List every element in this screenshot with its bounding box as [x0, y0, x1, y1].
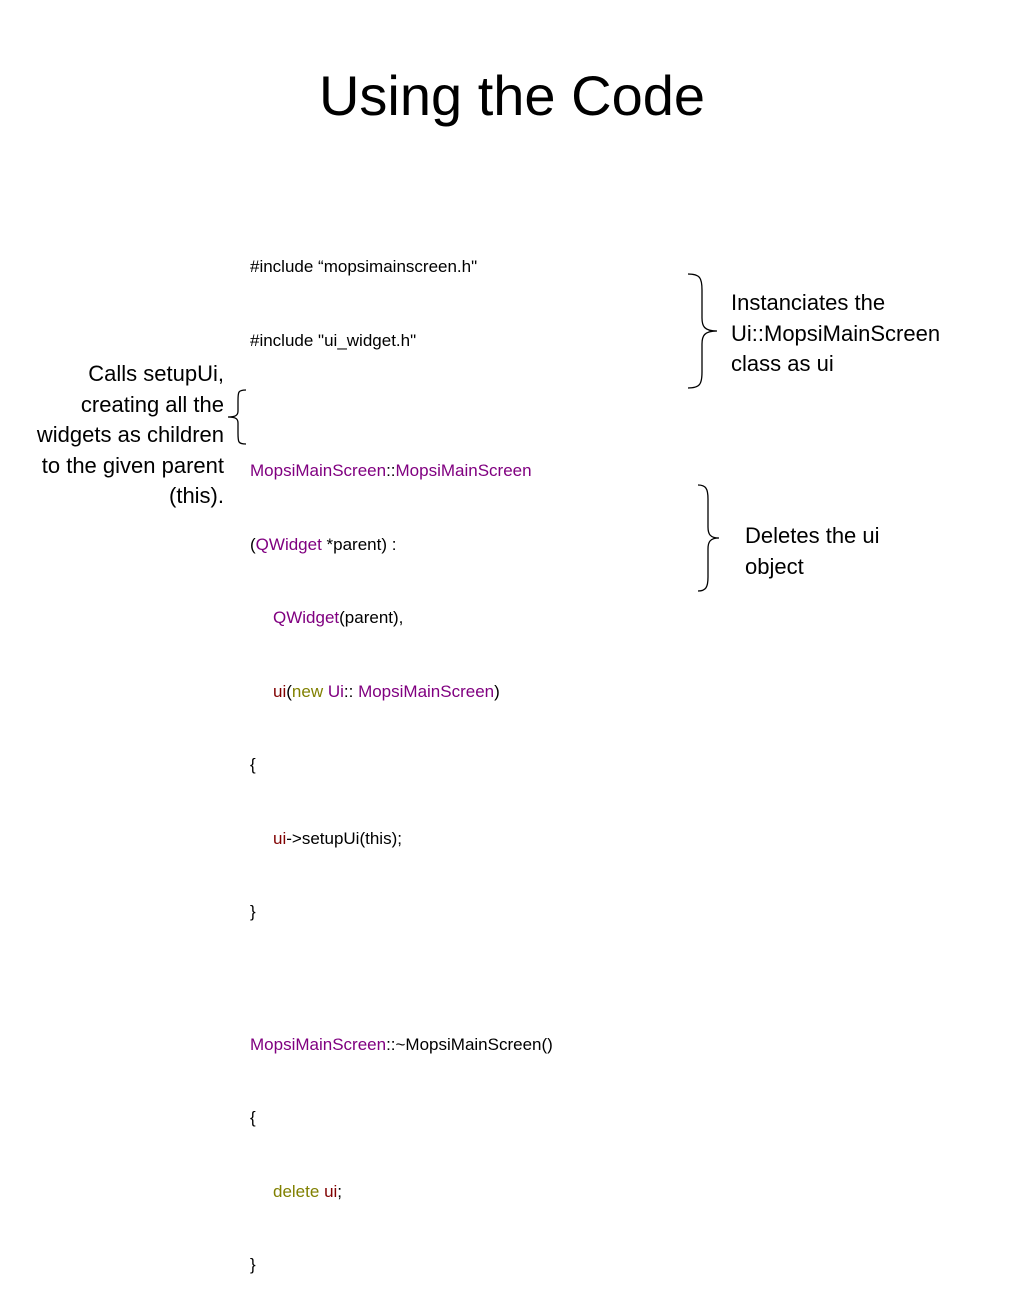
code-line-ctor: MopsiMainScreen::MopsiMainScreen — [250, 461, 532, 480]
annotation-setupui: Calls setupUi, creating all the widgets … — [36, 361, 224, 508]
right-brace-bottom-icon — [697, 484, 720, 592]
keyword: new — [291, 681, 324, 701]
class-name: MopsiMainScreen — [395, 461, 532, 480]
class-name: MopsiMainScreen — [250, 1034, 387, 1054]
left-brace-icon — [227, 389, 247, 445]
code-line-dtor: MopsiMainScreen::~MopsiMainScreen() — [250, 1034, 553, 1054]
class-name: QWidget — [255, 534, 322, 554]
annotation-deletes: Deletes the ui object — [745, 523, 880, 579]
code-gap — [250, 402, 553, 410]
code-line-brace-open-2: { — [250, 1108, 256, 1127]
code-block: #include “mopsimainscreen.h" #include "u… — [250, 206, 553, 1302]
ui-variable: ui — [324, 1181, 338, 1201]
code-line-include-2: #include "ui_widget.h" — [250, 330, 417, 350]
code-line-brace-close-2: } — [250, 1255, 256, 1274]
slide-title: Using the Code — [318, 64, 705, 127]
code-line-brace-close: } — [250, 902, 256, 921]
code-line-params: (QWidget *parent) : — [250, 534, 397, 554]
right-brace-top-icon — [687, 273, 718, 389]
ui-variable: ui — [273, 828, 287, 848]
class-name: QWidget — [273, 608, 340, 627]
annotation-instanciates: Instanciates the Ui::MopsiMainScreen cla… — [731, 290, 941, 376]
code-line-delete: delete ui; — [273, 1181, 343, 1201]
code-line-brace-open: { — [250, 755, 256, 774]
ui-variable: ui — [273, 681, 287, 701]
namespace-name: Ui — [327, 681, 344, 701]
code-line-include-1: #include “mopsimainscreen.h" — [250, 257, 478, 276]
code-line-setup: ui->setupUi(this); — [273, 828, 402, 848]
class-name: MopsiMainScreen — [250, 461, 387, 480]
keyword: delete — [273, 1181, 320, 1201]
code-line-init-ui: ui(new Ui:: MopsiMainScreen) — [273, 681, 500, 701]
code-gap — [250, 974, 553, 984]
code-line-init-qwidget: QWidget(parent), — [273, 608, 404, 627]
class-name: MopsiMainScreen — [358, 681, 495, 701]
